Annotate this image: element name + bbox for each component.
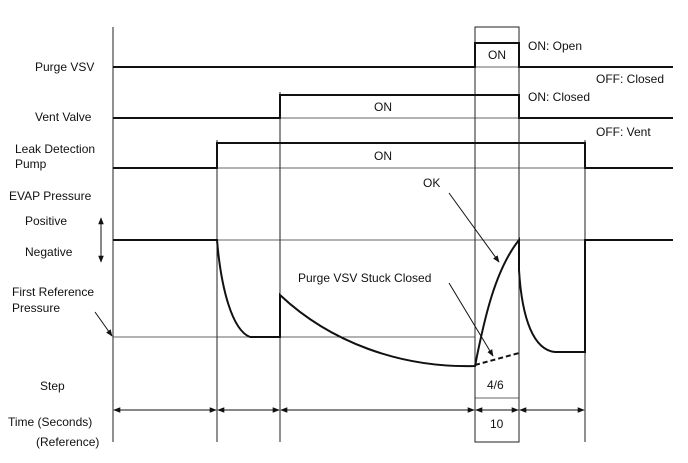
label-reference: (Reference) bbox=[36, 435, 99, 449]
label-first-ref-2: Pressure bbox=[12, 301, 60, 315]
on-closed-label: ON: Closed bbox=[528, 90, 590, 104]
label-vent-valve: Vent Valve bbox=[35, 110, 92, 124]
label-time-seconds: Time (Seconds) bbox=[8, 415, 92, 429]
time-value-label: 10 bbox=[490, 417, 504, 431]
off-vent-label: OFF: Vent bbox=[596, 125, 651, 139]
label-evap-pressure: EVAP Pressure bbox=[9, 189, 92, 203]
time-axis-separators bbox=[475, 397, 519, 411]
leak-pump-signal bbox=[113, 142, 673, 169]
ok-label: OK bbox=[423, 176, 440, 190]
baseline-thin-lines bbox=[113, 66, 673, 338]
label-purge-vsv: Purge VSV bbox=[35, 60, 94, 74]
stuck-pointer-arrow bbox=[448, 282, 494, 357]
purge-vsv-signal bbox=[113, 42, 673, 68]
label-positive: Positive bbox=[25, 214, 67, 228]
on-open-label: ON: Open bbox=[528, 39, 582, 53]
vent-valve-signal bbox=[113, 94, 673, 119]
label-negative: Negative bbox=[25, 245, 73, 259]
step-window-box bbox=[474, 26, 520, 443]
purge-stuck-label: Purge VSV Stuck Closed bbox=[298, 271, 431, 285]
label-first-ref-1: First Reference bbox=[12, 285, 94, 299]
time-divider-lines bbox=[112, 27, 586, 442]
evap-pressure-curve bbox=[113, 237, 673, 368]
label-leak-pump-1: Leak Detection bbox=[15, 142, 95, 156]
purge-on-label: ON bbox=[488, 48, 506, 62]
ok-pointer-arrow bbox=[448, 192, 500, 263]
first-ref-pointer-arrow bbox=[94, 311, 113, 337]
stuck-closed-dashed-line bbox=[474, 352, 520, 366]
vent-on-label: ON bbox=[374, 100, 392, 114]
label-step: Step bbox=[40, 379, 65, 393]
pump-on-label: ON bbox=[374, 149, 392, 163]
step-value-label: 4/6 bbox=[487, 378, 504, 392]
label-leak-pump-2: Pump bbox=[15, 157, 47, 171]
off-closed-label: OFF: Closed bbox=[596, 72, 664, 86]
